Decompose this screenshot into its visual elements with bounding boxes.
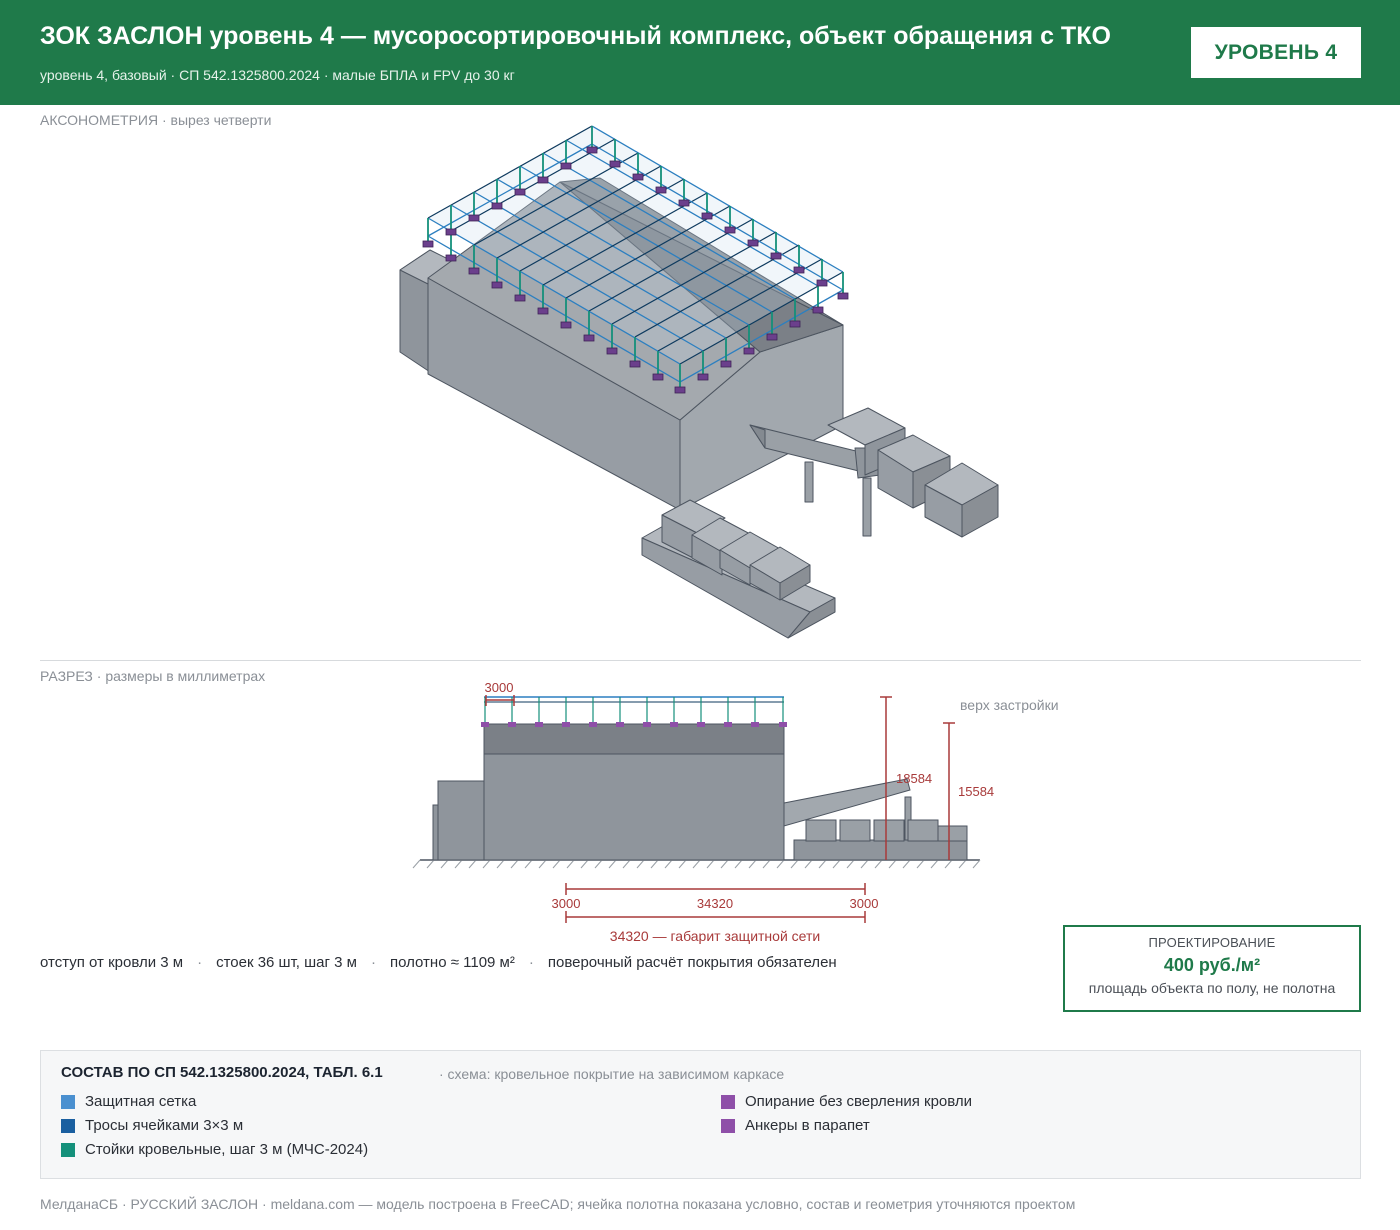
key-facts: отступ от кровли 3 м · стоек 36 шт, шаг … <box>40 954 837 971</box>
legend-swatch-net <box>61 1094 75 1109</box>
dim-cell-label: 3000 <box>485 680 514 695</box>
support-plates <box>422 146 849 394</box>
dim-right-label: 3000 <box>850 896 879 911</box>
legend-label-support: Опирание без сверления кровли <box>745 1093 973 1110</box>
legend-label-net: Защитная сетка <box>85 1093 197 1110</box>
legend-item-net: Защитная сетка <box>61 1093 196 1110</box>
building-model <box>399 177 999 639</box>
section-net-frame <box>481 696 787 727</box>
fact-net-area: полотно ≈ 1109 м² <box>389 954 515 971</box>
page-title: ЗОК ЗАСЛОН уровень 4 — мусоросортировочн… <box>40 22 1111 50</box>
legend-label-cables: Тросы ячейками 3×3 м <box>85 1117 244 1134</box>
axonometry-heading: АКСОНОМЕТРИЯ · вырез четверти <box>40 112 271 128</box>
section-note: · размеры в миллиметрах <box>96 668 266 684</box>
fact-roof-offset: отступ от кровли 3 м <box>40 954 184 971</box>
dim-height-building-label: 15584 <box>958 784 994 799</box>
fact-roof-check: поверочный расчёт покрытия обязателен <box>547 954 837 971</box>
ground-line <box>412 859 981 869</box>
legend-item-posts: Стойки кровельные, шаг 3 м (МЧС-2024) <box>61 1141 368 1158</box>
axonometry-label: АКСОНОМЕТРИЯ <box>40 112 159 128</box>
legend-label-posts: Стойки кровельные, шаг 3 м (МЧС-2024) <box>85 1141 369 1158</box>
legend-label-anchors: Анкеры в парапет <box>745 1117 870 1134</box>
axonometry-drawing <box>399 125 999 639</box>
legend-swatch-posts <box>61 1142 75 1157</box>
legend-title: СОСТАВ ПО СП 542.1325800.2024, ТАБЛ. 6.1 <box>61 1064 383 1081</box>
section-label: РАЗРЕЗ <box>40 668 93 684</box>
legend-swatch-cables <box>61 1118 75 1133</box>
design-price-box: ПРОЕКТИРОВАНИЕ 400 руб./м² площадь объек… <box>1063 925 1361 1012</box>
section-dimensions <box>485 695 955 923</box>
legend-item-anchors: Анкеры в парапет <box>721 1117 870 1134</box>
legend-scheme: · схема: кровельное покрытие на зависимо… <box>439 1066 785 1082</box>
legend-swatch-anchors <box>721 1118 735 1133</box>
footer-note: МелданаСБ · РУССКИЙ ЗАСЛОН · meldana.com… <box>40 1196 1076 1212</box>
section-heading: РАЗРЕЗ · размеры в миллиметрах <box>40 668 265 684</box>
page-subtitle: уровень 4, базовый · СП 542.1325800.2024… <box>40 67 515 83</box>
dim-left-label: 3000 <box>552 896 581 911</box>
section-building <box>432 723 968 861</box>
header-bar: ЗОК ЗАСЛОН уровень 4 — мусоросортировочн… <box>0 0 1400 105</box>
legend-swatch-support <box>721 1094 735 1109</box>
level-badge: УРОВЕНЬ 4 <box>1191 27 1361 78</box>
net-size-caption: 34320 — габарит защитной сети <box>610 928 820 944</box>
price-note: площадь объекта по полу, не полотна <box>1088 980 1336 996</box>
dim-middle-label: 34320 <box>697 896 733 911</box>
fact-posts: стоек 36 шт, шаг 3 м <box>216 954 357 971</box>
dim-height-total-label: 18584 <box>896 771 932 786</box>
legend-item-cables: Тросы ячейками 3×3 м <box>61 1117 243 1134</box>
composition-legend: СОСТАВ ПО СП 542.1325800.2024, ТАБЛ. 6.1… <box>40 1050 1361 1179</box>
axonometry-note: · вырез четверти <box>161 112 272 128</box>
top-of-building-label: верх застройки <box>960 697 1059 713</box>
price-value: 400 руб./м² <box>1163 955 1261 975</box>
price-label: ПРОЕКТИРОВАНИЕ <box>1148 935 1276 950</box>
section-divider <box>40 660 1361 661</box>
protective-net <box>427 125 844 383</box>
roof-posts <box>427 126 844 390</box>
legend-item-support: Опирание без сверления кровли <box>721 1093 972 1110</box>
